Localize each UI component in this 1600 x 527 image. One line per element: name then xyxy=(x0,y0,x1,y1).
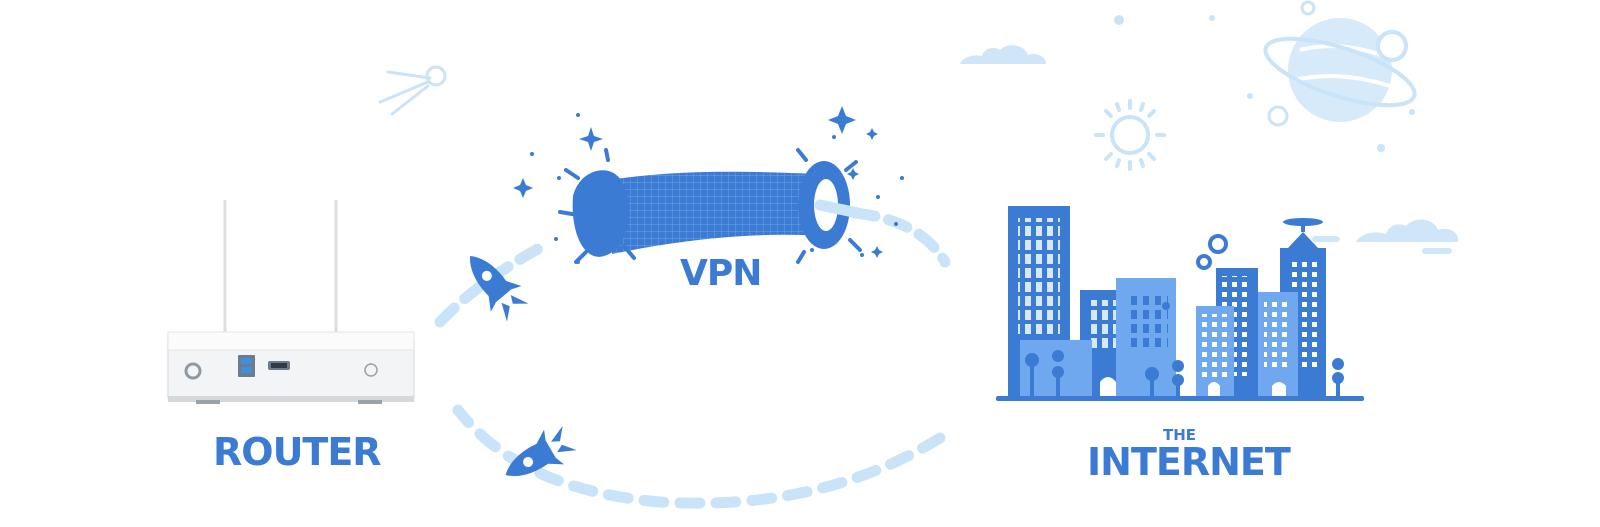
rocket-icon xyxy=(470,255,529,322)
cloud-icon xyxy=(1356,219,1459,242)
cloud-streak xyxy=(1422,248,1452,254)
path-router-to-vpn xyxy=(434,239,551,328)
router-label: ROUTER xyxy=(213,430,382,474)
cloud-streak xyxy=(1312,236,1340,242)
sparkle-icon xyxy=(513,106,904,264)
cloud-icon xyxy=(960,45,1046,64)
sun-icon xyxy=(1094,99,1166,171)
internet-label-prefix: THE xyxy=(1163,426,1197,444)
path-vpn-to-internet xyxy=(849,207,951,268)
rocket-icon xyxy=(505,425,577,477)
router-device-icon xyxy=(167,200,415,404)
internet-label: INTERNET xyxy=(1087,440,1291,484)
wormhole-tunnel-icon xyxy=(558,148,864,264)
city-skyline-icon xyxy=(996,206,1364,401)
planet-icon xyxy=(1114,0,1417,152)
satellite-icon xyxy=(378,65,447,116)
path-internet-to-router xyxy=(452,404,946,509)
vpn-label: VPN xyxy=(680,253,762,294)
